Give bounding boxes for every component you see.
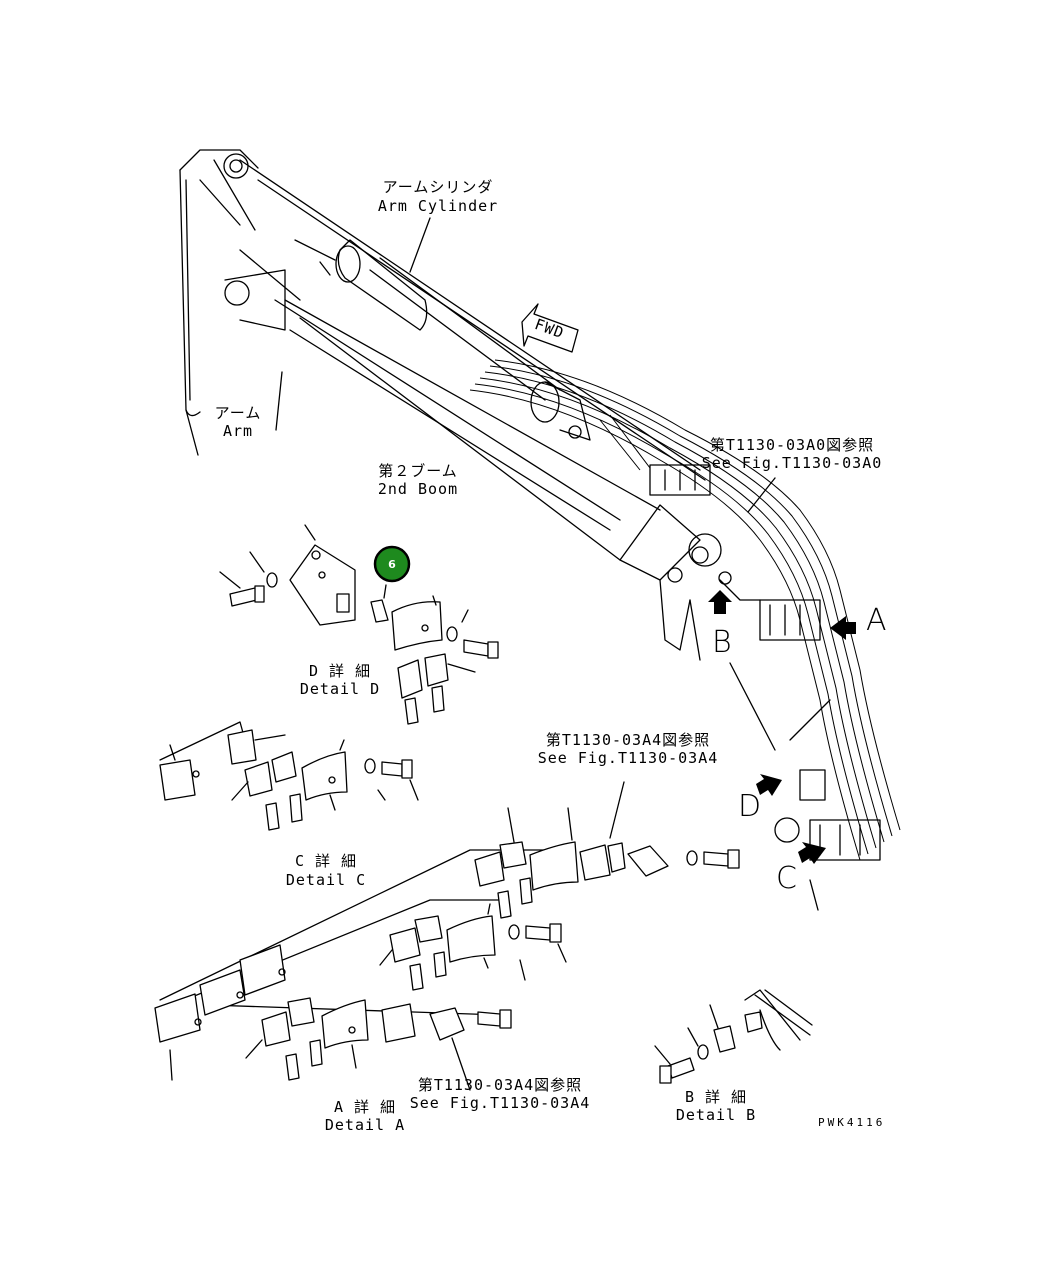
label-detail-d-en: Detail D xyxy=(300,680,380,698)
text-labels: アームシリンダ Arm Cylinder アーム Arm 第２ブーム 2nd B… xyxy=(215,178,887,1134)
label-arm-cylinder-jp: アームシリンダ xyxy=(383,178,494,196)
callout-circle xyxy=(373,545,411,583)
detail-a-parts xyxy=(154,807,740,1081)
label-detail-d-jp: D 詳 細 xyxy=(309,662,371,680)
letter-b: B xyxy=(712,625,732,660)
label-see-a4-bottom-jp: 第T1130-03A4図参照 xyxy=(418,1076,582,1094)
label-2nd-boom-jp: 第２ブーム xyxy=(378,462,458,480)
label-detail-c-jp: C 詳 細 xyxy=(295,852,357,870)
label-detail-c-en: Detail C xyxy=(286,871,366,889)
label-see-a4-top-en: See Fig.T1130-03A4 xyxy=(538,749,719,767)
label-see-a4-bottom-en: See Fig.T1130-03A4 xyxy=(410,1094,591,1112)
detail-c-parts xyxy=(159,721,419,831)
label-arm-cylinder-en: Arm Cylinder xyxy=(378,197,498,215)
hose-bundle xyxy=(469,359,901,861)
label-arm-jp: アーム xyxy=(215,404,262,422)
detail-b-parts xyxy=(654,989,813,1084)
drawing-code: PWK4116 xyxy=(818,1116,885,1129)
callout-6[interactable]: 6 xyxy=(373,545,411,583)
label-detail-a-jp: A 詳 細 xyxy=(334,1098,396,1116)
label-see-a0-jp: 第T1130-03A0図参照 xyxy=(710,436,874,454)
letter-d: D xyxy=(738,789,761,824)
fwd-arrow: FWD xyxy=(521,303,579,353)
letter-a: A xyxy=(866,603,887,638)
callout-number: 6 xyxy=(388,558,396,571)
view-arrows xyxy=(708,590,856,864)
leader-lines xyxy=(275,217,819,1091)
label-detail-a-en: Detail A xyxy=(325,1116,405,1134)
label-detail-b-en: Detail B xyxy=(676,1106,756,1124)
detail-d-parts xyxy=(219,524,499,725)
arm-assembly xyxy=(179,149,706,531)
label-see-a4-top-jp: 第T1130-03A4図参照 xyxy=(546,731,710,749)
label-2nd-boom-en: 2nd Boom xyxy=(378,480,458,498)
letter-c: C xyxy=(776,861,797,896)
label-arm-en: Arm xyxy=(223,422,253,440)
boom-second xyxy=(284,299,722,661)
arm-cylinder xyxy=(294,239,591,441)
label-see-a0-en: See Fig.T1130-03A0 xyxy=(702,454,883,472)
label-detail-b-jp: B 詳 細 xyxy=(685,1088,747,1106)
